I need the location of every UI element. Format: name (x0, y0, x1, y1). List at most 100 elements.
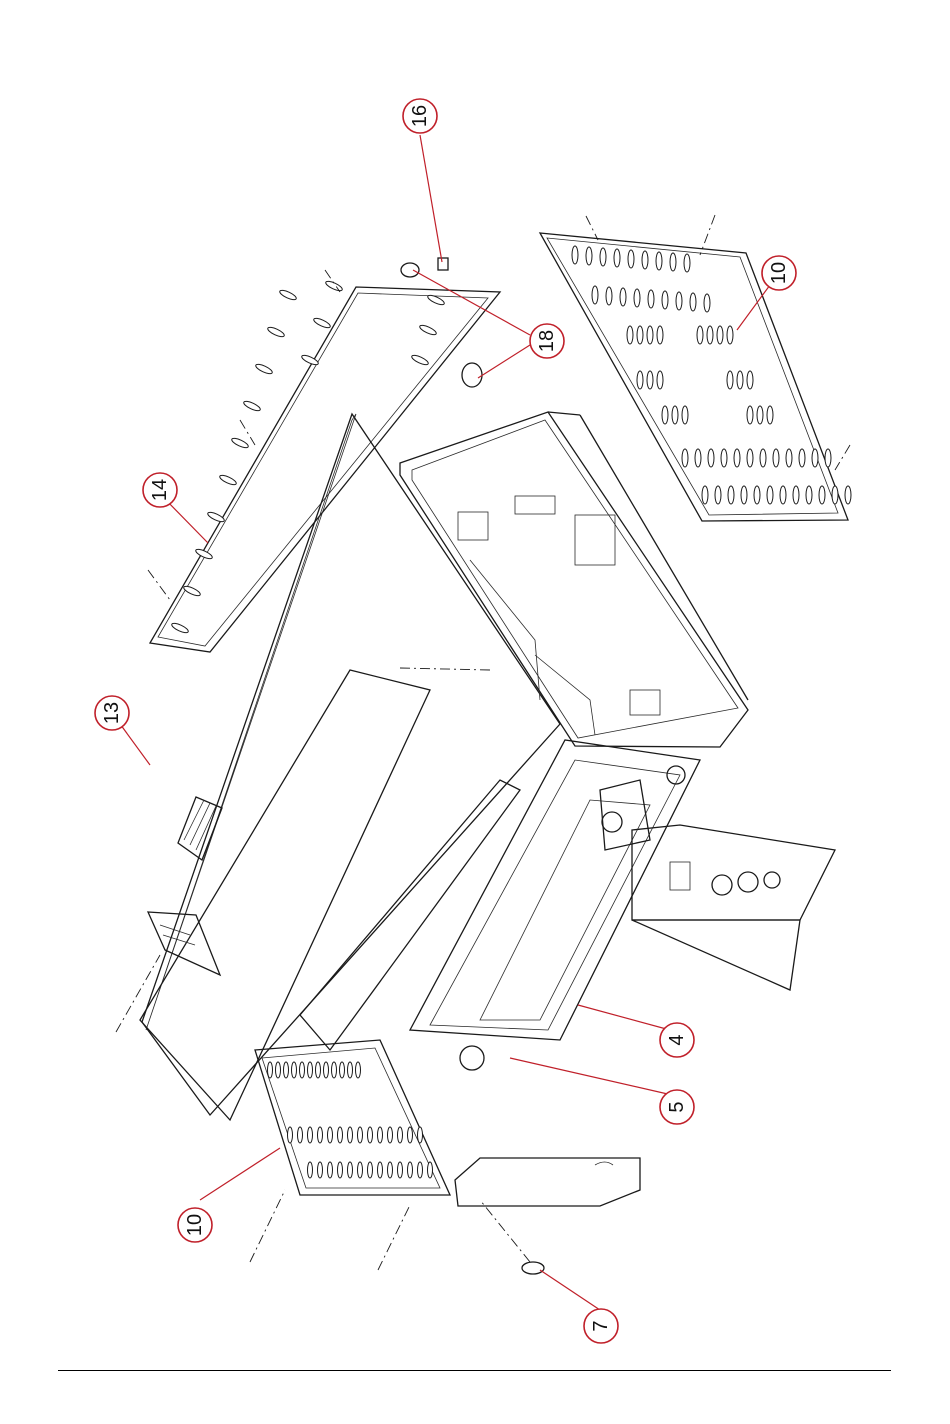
vent-slot (648, 290, 654, 308)
vent-slot (695, 449, 701, 467)
vent-slot (231, 436, 250, 449)
vent-slot (308, 1062, 313, 1078)
right-vented-panel (540, 233, 851, 521)
vent-slot (620, 288, 626, 306)
vent-slot (767, 406, 773, 424)
vent-slot (819, 486, 825, 504)
vent-slot (288, 1127, 293, 1143)
callout-14-label: 14 (149, 479, 171, 501)
vent-slot (276, 1062, 281, 1078)
callout-16-label: 16 (409, 105, 431, 127)
vent-slot (388, 1127, 393, 1143)
vent-slot (728, 486, 734, 504)
vent-slot (338, 1162, 343, 1178)
vent-slot (628, 250, 634, 268)
vent-slot (708, 449, 714, 467)
vent-slot (418, 1127, 423, 1143)
vent-slot (572, 246, 578, 264)
vent-slot (627, 326, 633, 344)
vent-slot (780, 486, 786, 504)
callout-14: 14 (143, 473, 177, 507)
vent-slot (717, 326, 723, 344)
vent-slot (419, 323, 438, 336)
vent-slot (662, 406, 668, 424)
vent-slot (332, 1062, 337, 1078)
vent-slot (806, 486, 812, 504)
vent-slot (825, 449, 831, 467)
control-box (632, 825, 835, 990)
vent-slot (647, 371, 653, 389)
vent-slot (697, 326, 703, 344)
vent-slot (799, 449, 805, 467)
vent-slot (614, 249, 620, 267)
vent-slot (704, 294, 710, 312)
vent-slot (657, 326, 663, 344)
vent-slot (600, 248, 606, 266)
vent-slot (690, 293, 696, 311)
vent-slot (670, 253, 676, 271)
vent-slot (747, 371, 753, 389)
vent-slot (171, 621, 190, 634)
vent-slot (773, 449, 779, 467)
footer-rule (58, 1370, 891, 1371)
vent-slot (348, 1127, 353, 1143)
vent-slot (356, 1062, 361, 1078)
vent-slot (715, 486, 721, 504)
vent-slot (586, 247, 592, 265)
vent-slot (741, 486, 747, 504)
vent-slot (418, 1162, 423, 1178)
vent-slot (284, 1062, 289, 1078)
vent-slot (734, 449, 740, 467)
callout-18-label: 18 (536, 330, 558, 352)
vent-slot (757, 406, 763, 424)
vent-slot (647, 326, 653, 344)
vent-slot (727, 326, 733, 344)
vent-slot (398, 1162, 403, 1178)
callout-16: 16 (403, 99, 437, 133)
callout-18: 18 (530, 324, 564, 358)
vent-slot (243, 399, 262, 412)
vent-slot (642, 251, 648, 269)
vent-slot (358, 1162, 363, 1178)
vent-slot (316, 1062, 321, 1078)
vent-slot (634, 289, 640, 307)
top-vented-cover (150, 279, 500, 652)
vent-slot (298, 1127, 303, 1143)
vent-slot (682, 406, 688, 424)
heater-conveyor-assembly (140, 670, 700, 1120)
vent-slot (348, 1062, 353, 1078)
callout-5-label: 5 (666, 1101, 688, 1112)
vent-slot (408, 1162, 413, 1178)
vent-slot (606, 287, 612, 305)
vent-slot (408, 1127, 413, 1143)
vent-slot (682, 449, 688, 467)
vent-slot (684, 254, 690, 272)
vent-slot (657, 371, 663, 389)
vent-slot (318, 1127, 323, 1143)
vent-slot (378, 1162, 383, 1178)
small-left-panel (148, 912, 220, 975)
vent-slot (812, 449, 818, 467)
callout-4-label: 4 (666, 1034, 688, 1045)
vent-slot (183, 584, 202, 597)
vent-slot (676, 292, 682, 310)
vent-slot (308, 1162, 313, 1178)
vent-slot (292, 1062, 297, 1078)
large-flat-cover (142, 414, 560, 1115)
vent-slot (707, 326, 713, 344)
callout-5: 5 (660, 1090, 694, 1124)
cover-vent-grille (178, 797, 222, 860)
vent-slot (592, 286, 598, 304)
vent-slot (637, 326, 643, 344)
vent-slot (760, 449, 766, 467)
vent-slot (637, 371, 643, 389)
callout-10-bottom-label: 10 (184, 1214, 206, 1236)
vent-slot (411, 353, 430, 366)
vent-slot (747, 449, 753, 467)
vent-slot (308, 1127, 313, 1143)
vent-slot (427, 293, 446, 306)
callout-13: 13 (95, 696, 129, 730)
vent-slot (358, 1127, 363, 1143)
vent-slot (313, 316, 332, 329)
